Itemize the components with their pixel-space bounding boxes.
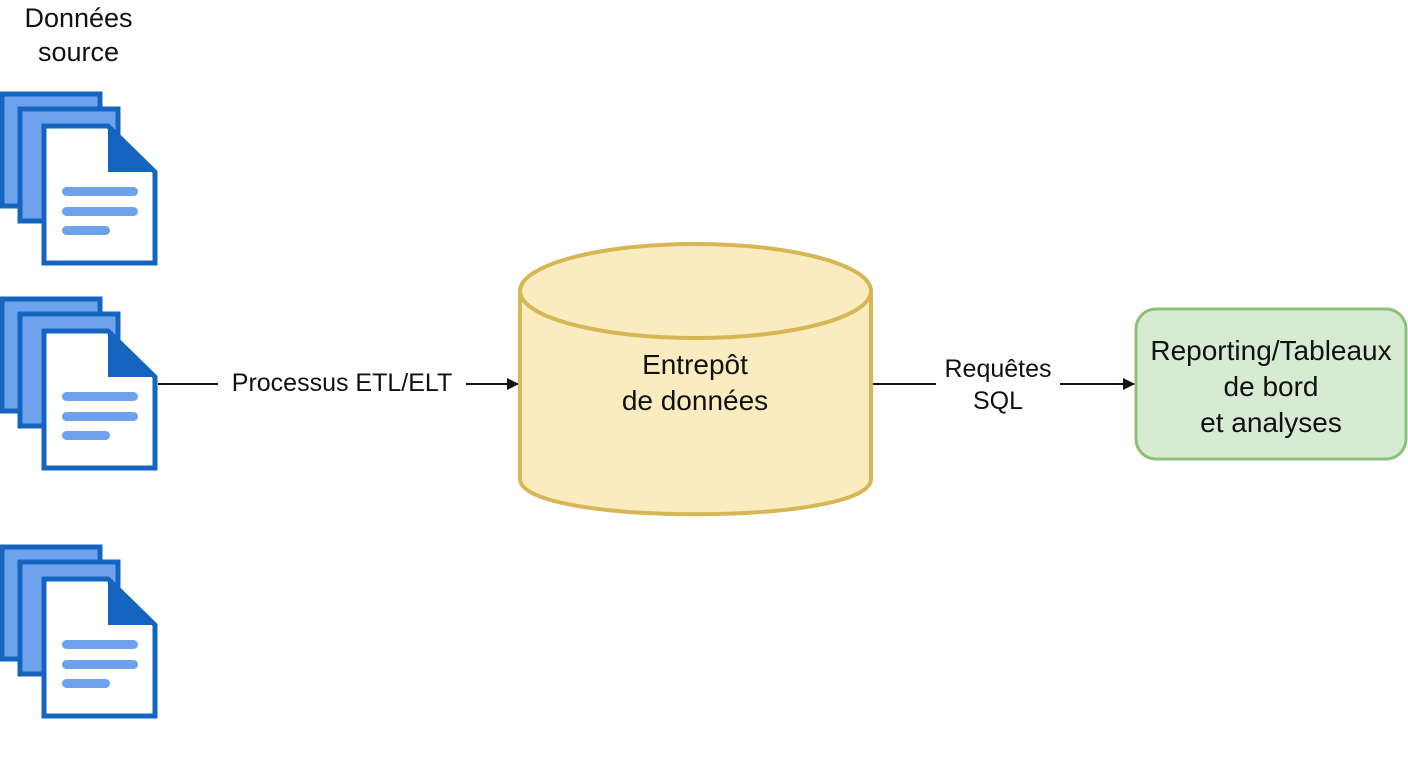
folded-corner-shape <box>108 579 155 625</box>
cylinder-top-shape <box>518 242 873 340</box>
document-stack-icon <box>0 91 158 266</box>
data-warehouse-label-line2: de données <box>621 384 769 416</box>
data-warehouse-label: Entrepôt de données <box>569 347 821 419</box>
etl-process-label: Processus ETL/ELT <box>218 368 466 400</box>
folded-corner-shape <box>108 331 155 377</box>
sql-queries-label-line1: Requêtes <box>944 355 1052 383</box>
text-line-icon <box>62 226 110 235</box>
text-line-icon <box>62 187 138 196</box>
source-document-stack-bottom <box>0 544 158 719</box>
reporting-analytics-label-line3: et analyses <box>1200 406 1342 438</box>
text-line-icon <box>62 660 138 669</box>
source-data-title: Données source <box>6 2 151 70</box>
source-document-stack-middle <box>0 296 158 471</box>
source-data-title-line2: source <box>37 36 120 67</box>
data-warehouse-label-line1: Entrepôt <box>642 349 748 380</box>
cylinder-body-shape <box>518 291 873 517</box>
document-stack-icon <box>0 296 158 471</box>
reporting-node-box <box>1134 307 1408 461</box>
sql-queries-label-line2: SQL <box>972 387 1024 415</box>
text-line-icon <box>62 640 138 649</box>
text-line-icon <box>62 392 138 401</box>
text-line-icon <box>62 679 110 688</box>
document-stack-icon <box>0 544 158 719</box>
text-line-icon <box>62 431 110 440</box>
folded-corner-shape <box>108 126 155 172</box>
text-line-icon <box>62 207 138 216</box>
reporting-analytics-label-line2: de bord <box>1223 370 1319 402</box>
source-document-stack-top <box>0 91 158 266</box>
database-cylinder-icon <box>518 242 873 517</box>
reporting-analytics-label: Reporting/Tableaux de bord et analyses <box>1136 333 1406 440</box>
reporting-analytics-label-line1: Reporting/Tableaux <box>1150 335 1392 366</box>
sql-queries-label: Requêtes SQL <box>936 353 1060 417</box>
data-warehouse-node <box>518 242 873 517</box>
source-data-title-line1: Données <box>24 3 133 33</box>
text-line-icon <box>62 412 138 421</box>
